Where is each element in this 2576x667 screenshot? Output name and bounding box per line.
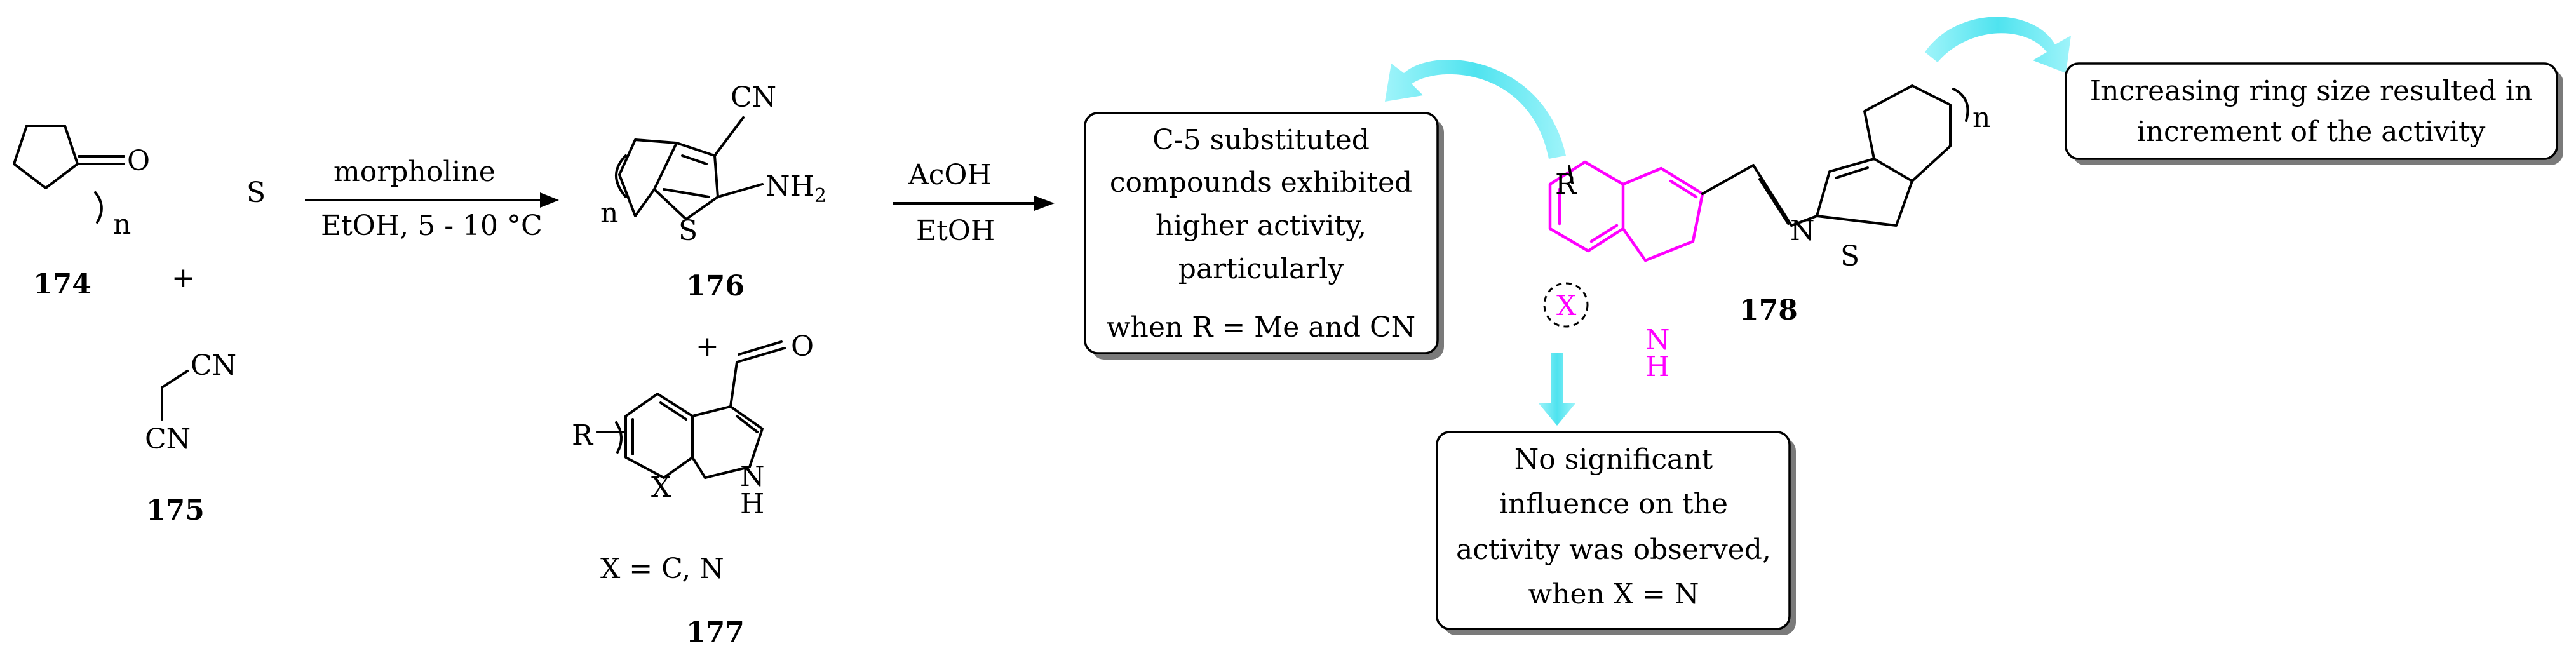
imine-n-178: N — [1790, 215, 1815, 247]
c5-box-line-2: compounds exhibited — [1110, 166, 1412, 199]
c5-box-line-4: particularly — [1178, 253, 1344, 285]
n-subscript-178: n — [1972, 102, 1990, 134]
annotation-ring-box: Increasing ring size resulted in increme… — [2065, 62, 2563, 165]
x-definition-177: X = C, N — [600, 553, 724, 585]
oxygen-atom-174: O — [127, 145, 150, 177]
arrow2-reagent: AcOH — [908, 159, 992, 191]
cn-bottom-175: CN — [145, 423, 191, 455]
x-atom-178: X — [1556, 290, 1577, 322]
reaction-arrow-1: morpholine EtOH, 5 - 10 °C — [305, 156, 559, 242]
c5-box-line-1: C-5 substituted — [1152, 124, 1370, 156]
c5-box-line-5: when R = Me and CN — [1107, 311, 1415, 344]
reaction-arrow-2: AcOH EtOH — [893, 159, 1055, 247]
arrow-to-x-box — [1539, 353, 1575, 426]
sulfur-atom-178: S — [1840, 240, 1859, 273]
arrow1-reagent: morpholine — [334, 156, 496, 188]
n-subscript-174: n — [113, 208, 131, 241]
r-substituent-177: R — [572, 419, 594, 452]
c5-box-line-3: higher activity, — [1156, 210, 1366, 242]
compound-176: n CN NH2 S 176 — [600, 81, 826, 302]
x-box-line-2: influence on the — [1499, 488, 1728, 520]
x-box-line-3: activity was observed, — [1456, 534, 1771, 566]
nh-n-177: N — [740, 461, 765, 493]
sulfur-reagent: S — [246, 177, 266, 209]
compound-175: CN CN 175 — [145, 349, 236, 527]
compound-174: O n 174 — [13, 125, 150, 300]
plus-sign-2: + — [696, 330, 719, 363]
nh-n-178: N — [1645, 324, 1670, 356]
annotation-c5-box: C-5 substituted compounds exhibited high… — [1084, 112, 1444, 360]
plus-sign-1: + — [172, 262, 195, 294]
compound-178: R X N H N S n 178 — [1543, 84, 1990, 383]
compound-label-176: 176 — [686, 270, 745, 302]
x-box-line-4: when X = N — [1528, 578, 1699, 610]
nh-h-177: H — [740, 488, 764, 520]
n-subscript-176: n — [600, 197, 618, 229]
r-substituent-178: R — [1555, 168, 1577, 201]
compound-label-177: 177 — [686, 616, 745, 649]
compound-177: O R X N H X = C, N 177 — [572, 330, 814, 649]
arrow1-conditions: EtOH, 5 - 10 °C — [321, 210, 543, 242]
annotation-x-box: No significant influence on the activity… — [1436, 431, 1796, 635]
curved-arrow-to-c5-box — [1385, 59, 1566, 159]
ring-box-line-2: increment of the activity — [2137, 116, 2486, 148]
arrow2-solvent: EtOH — [916, 215, 995, 247]
compound-label-178: 178 — [1739, 294, 1798, 327]
cn-group-176: CN — [731, 81, 776, 114]
nh2-group-176: NH2 — [765, 170, 826, 207]
curved-arrow-to-ring-box — [1925, 17, 2071, 74]
ring-box-line-1: Increasing ring size resulted in — [2090, 75, 2533, 107]
sulfur-atom-176: S — [678, 215, 698, 247]
oxygen-atom-177: O — [791, 330, 814, 363]
cn-top-175: CN — [191, 349, 236, 382]
nh-h-178: H — [1645, 351, 1669, 383]
compound-label-175: 175 — [146, 494, 205, 527]
x-atom-177: X — [651, 471, 671, 504]
compound-label-174: 174 — [33, 268, 91, 300]
x-box-line-1: No significant — [1514, 443, 1713, 476]
